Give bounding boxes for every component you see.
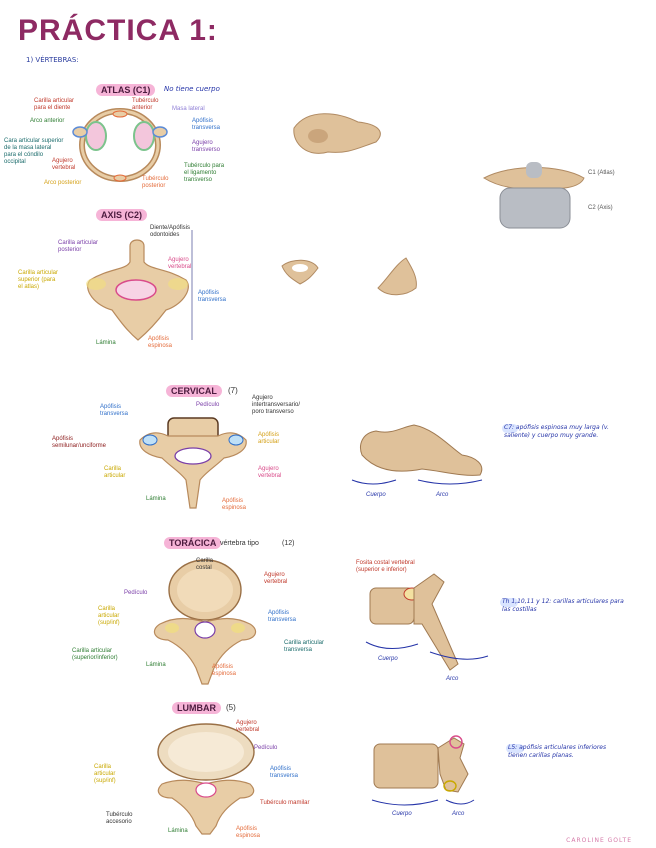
atlas-label-tuberculo-ant: Tubérculo anterior	[132, 98, 158, 112]
cervical-heading: CERVICAL	[166, 385, 222, 397]
toracica-label-carilla-art: Carilla articular (sup/inf)	[98, 606, 120, 627]
lumbar-brackets	[370, 798, 500, 814]
lumbar-count: (5)	[226, 704, 236, 711]
cervical-label-apofisis-esp: Apófisis espinosa	[222, 498, 246, 512]
cervical-photo	[352, 425, 492, 485]
toracica-side-note: Th 1,10,11 y 12: carillas articulares pa…	[502, 598, 626, 614]
cervical-label-apofisis-transv: Apófisis transversa	[100, 404, 128, 418]
lumbar-img-cuerpo: Cuerpo	[392, 811, 412, 818]
atlas-img-c1: C1 (Atlas)	[588, 170, 615, 177]
atlas-label-agujero-transv: Agujero transverso	[192, 140, 220, 154]
toracica-label-pediculo: Pedículo	[124, 590, 147, 597]
toracica-tail: vértebra tipo	[220, 540, 259, 547]
lumbar-label-pediculo: Pedículo	[254, 745, 277, 752]
toracica-drawing	[130, 560, 280, 690]
cervical-side-note: C7: apófisis espinosa muy larga (v. sali…	[504, 424, 624, 440]
lumbar-side-note: L5: apófisis articulares inferiores tien…	[508, 744, 624, 760]
toracica-img-fosita: Fosita costal vertebral (superior e infe…	[356, 560, 415, 574]
lumbar-label-apofisis-transv: Apófisis transversa	[270, 766, 298, 780]
atlas-photo	[288, 108, 388, 168]
cervical-count: (7)	[228, 387, 238, 394]
axis-label-diente: Diente/Apófisis odontoides	[150, 225, 190, 239]
axis-label-agujero: Agujero vertebral	[168, 257, 191, 271]
axis-label-carilla-post: Carilla articular posterior	[58, 240, 98, 254]
toracica-label-apofisis-esp: Apófisis espinosa	[212, 664, 236, 678]
lumbar-label-tub-mamilar: Tubérculo mamilar	[260, 800, 309, 807]
atlas-label-apofisis: Apófisis transversa	[192, 118, 220, 132]
lumbar-drawing	[128, 722, 288, 842]
axis-photos	[278, 258, 438, 308]
atlas-img-c2: C2 (Axis)	[588, 205, 613, 212]
author-signature: CAROLINE GOLTE	[566, 837, 632, 844]
lumbar-heading: LUMBAR	[172, 702, 221, 714]
cervical-label-semilunar: Apófisis semilunar/unciforme	[52, 436, 106, 450]
atlas-label-tub-post: Tubérculo posterior	[142, 176, 168, 190]
toracica-heading: TORÁCICA	[164, 537, 221, 549]
cervical-drawing	[120, 410, 280, 520]
atlas-heading: ATLAS (C1)	[96, 84, 155, 96]
atlas-note: No tiene cuerpo	[164, 85, 220, 93]
lumbar-label-carilla: Carilla articular (sup/inf)	[94, 764, 116, 785]
lumbar-label-tub-accesorio: Tubérculo accesorio	[106, 812, 132, 826]
lumbar-img-arco: Arco	[452, 811, 464, 818]
toracica-label-carilla-costal: Carilla costal	[196, 558, 213, 572]
axis-bracket	[190, 230, 194, 320]
toracica-img-arco: Arco	[446, 676, 458, 683]
cervical-label-apofisis-art: Apófisis articular	[258, 432, 279, 446]
cervical-label-agujero-vert: Agujero vertebral	[258, 466, 281, 480]
axis-label-carilla-sup: Carilla articular superior (para el atla…	[18, 270, 58, 291]
cervical-label-carilla: Carilla articular	[104, 466, 125, 480]
atlas-label-arco-ant: Arco anterior	[30, 118, 64, 125]
page-title: PRÁCTICA 1:	[18, 14, 218, 48]
atlas-label-arco-post: Arco posterior	[44, 180, 81, 187]
cervical-label-lamina: Lámina	[146, 496, 166, 503]
toracica-label-lamina: Lámina	[146, 662, 166, 669]
cervical-img-cuerpo: Cuerpo	[366, 492, 386, 499]
lumbar-photo	[368, 734, 498, 804]
lumbar-label-agujero: Agujero vertebral	[236, 720, 259, 734]
toracica-img-cuerpo: Cuerpo	[378, 656, 398, 663]
atlas-drawing	[70, 100, 270, 200]
toracica-label-apofisis-transv: Apófisis transversa	[268, 610, 296, 624]
cervical-img-arco: Arco	[436, 492, 448, 499]
lumbar-label-apofisis-esp: Apófisis espinosa	[236, 826, 260, 840]
atlas-label-agujero-vert: Agujero vertebral	[52, 158, 75, 172]
cervical-label-agujero-transv: Agujero intertransversario/ poro transve…	[252, 395, 300, 416]
axis-label-apofisis-transv: Apófisis transversa	[198, 290, 226, 304]
atlas-label-masa: Masa lateral	[172, 106, 205, 113]
atlas-label-tub-lig: Tubérculo para el ligamento transverso	[184, 163, 224, 184]
toracica-label-agujero: Agujero vertebral	[264, 572, 287, 586]
toracica-count: (12)	[282, 540, 294, 547]
axis-label-apofisis-esp: Apófisis espinosa	[148, 336, 172, 350]
atlas-label-carilla: Carilla articular para el diente	[34, 98, 74, 112]
cervical-label-pediculo: Pedículo	[196, 402, 219, 409]
axis-heading: AXIS (C2)	[96, 209, 147, 221]
atlas-axis-photo	[480, 158, 590, 238]
cervical-brackets	[350, 478, 490, 488]
toracica-label-carilla-transv: Carilla articular transversa	[284, 640, 324, 654]
lumbar-label-lamina: Lámina	[168, 828, 188, 835]
axis-label-lamina: Lámina	[96, 340, 116, 347]
section-subtitle: 1) VÉRTEBRAS:	[26, 56, 79, 64]
toracica-label-carilla-sup-inf: Carilla articular (superior/inferior)	[72, 648, 118, 662]
